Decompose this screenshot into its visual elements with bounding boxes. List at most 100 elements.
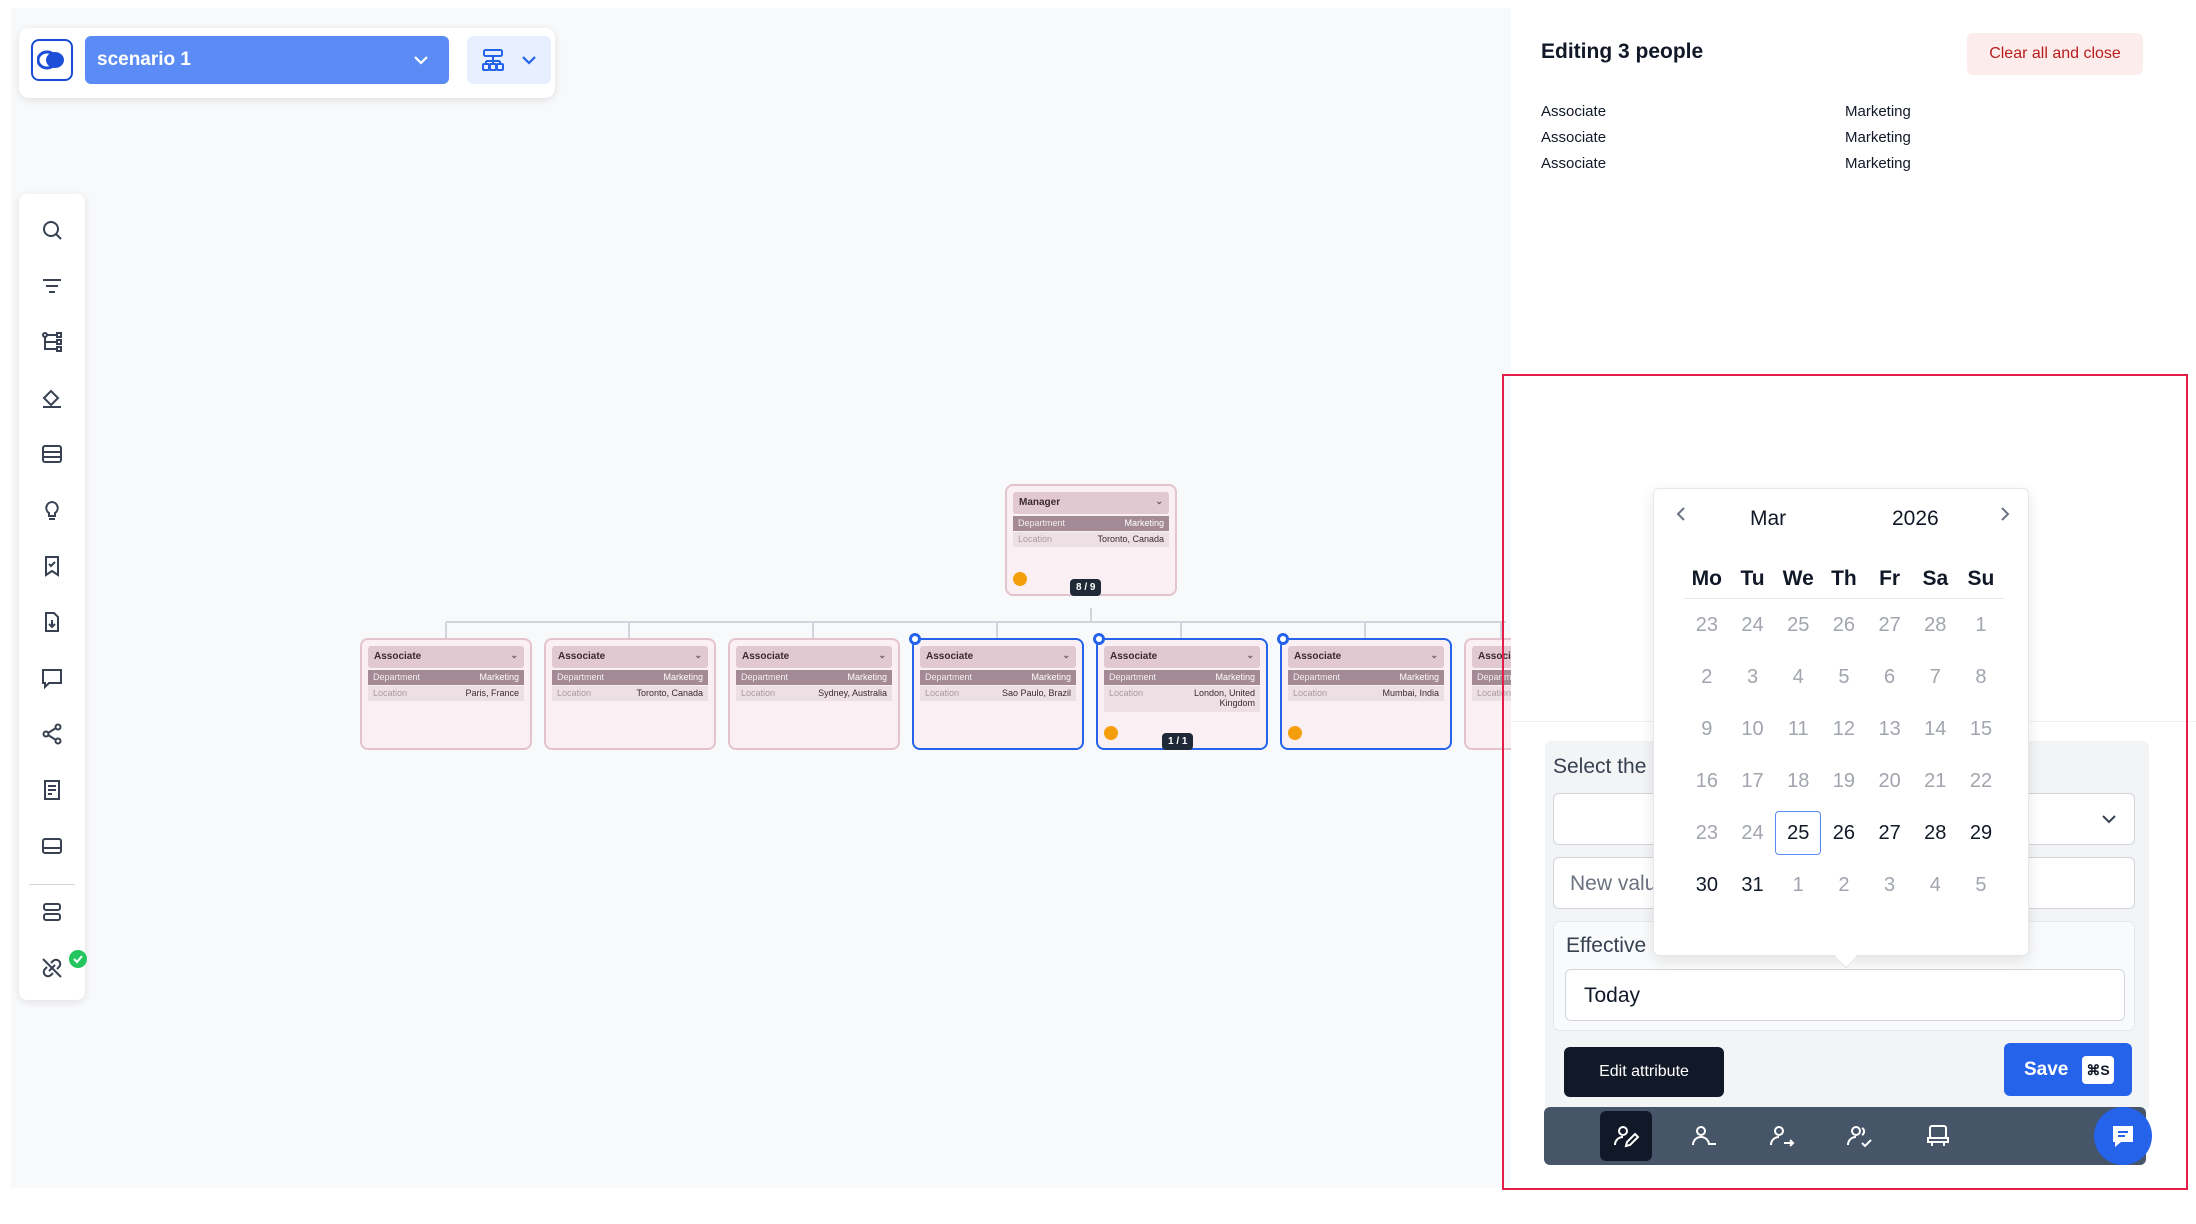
chat-support-button[interactable] — [2094, 1107, 2152, 1165]
card-role[interactable]: Associate — [1472, 646, 1511, 668]
card-role[interactable]: Associate⌄ — [368, 646, 524, 668]
lightbulb-icon[interactable] — [38, 496, 66, 524]
hierarchy-icon[interactable] — [38, 328, 66, 356]
card-role[interactable]: Associate⌄ — [552, 646, 708, 668]
calendar-day[interactable]: 26 — [1832, 821, 1856, 844]
layout-menu-button[interactable] — [467, 36, 551, 84]
calendar-day: 13 — [1878, 717, 1901, 740]
calendar-day: 5 — [1975, 873, 1987, 896]
app-logo[interactable] — [31, 39, 73, 81]
card-role[interactable]: Associate⌄ — [920, 646, 1076, 668]
calendar-day: 15 — [1969, 717, 1993, 740]
save-label: Save — [2024, 1058, 2069, 1080]
calendar-day[interactable]: 29 — [1969, 821, 1993, 844]
card-department-row[interactable]: Department — [1472, 670, 1511, 685]
calendar-day[interactable]: 27 — [1878, 821, 1901, 844]
calendar-day[interactable]: 28 — [1924, 821, 1947, 844]
table-icon[interactable] — [38, 440, 66, 468]
collapse-count-pill[interactable]: 1 / 1 — [1162, 733, 1194, 750]
card-role[interactable]: Associate⌄ — [1104, 646, 1260, 668]
calendar-day: 28 — [1924, 613, 1947, 636]
calendar-year[interactable]: 2026 — [1892, 507, 1939, 530]
card-role[interactable]: Manager⌄ — [1013, 492, 1169, 514]
save-button[interactable]: Save ⌘S — [2004, 1043, 2132, 1096]
sidebar-divider — [29, 884, 75, 885]
comment-icon[interactable] — [38, 664, 66, 692]
card-role[interactable]: Associate⌄ — [736, 646, 892, 668]
drive-icon[interactable] — [38, 832, 66, 860]
card-location-row[interactable]: Location — [1472, 686, 1511, 701]
panel-title: Editing 3 people — [1541, 40, 1704, 63]
calendar-day: 25 — [1787, 613, 1810, 636]
search-icon[interactable] — [38, 216, 66, 244]
file-download-icon[interactable] — [38, 608, 66, 636]
calendar-day: 5 — [1838, 665, 1850, 688]
clear-all-button[interactable]: Clear all and close — [1967, 33, 2143, 75]
calendar-day: 1 — [1792, 873, 1804, 896]
share-icon[interactable] — [38, 720, 66, 748]
move-person-button[interactable] — [1756, 1111, 1808, 1161]
scenario-dropdown[interactable]: scenario 1 — [85, 36, 449, 84]
org-card[interactable]: Associate Department Location — [1464, 638, 1511, 750]
report-icon[interactable] — [38, 776, 66, 804]
remove-person-button[interactable] — [1678, 1111, 1730, 1161]
effective-date-input[interactable]: Today — [1565, 969, 2125, 1021]
collapse-count-pill[interactable]: 8 / 9 — [1070, 579, 1102, 596]
calendar-day: 11 — [1787, 717, 1809, 740]
link-off-icon[interactable] — [38, 954, 66, 982]
calendar-day: 27 — [1878, 613, 1901, 636]
calendar-day: 8 — [1975, 665, 1987, 688]
approve-people-button[interactable] — [1834, 1111, 1886, 1161]
seat-button[interactable] — [1912, 1111, 1964, 1161]
paint-bucket-icon[interactable] — [38, 384, 66, 412]
edit-attribute-button[interactable] — [1600, 1111, 1652, 1161]
calendar-day: 3 — [1884, 873, 1896, 896]
calendar-month[interactable]: Mar — [1750, 507, 1787, 530]
bookmark-check-icon[interactable] — [38, 552, 66, 580]
calendar-day: 18 — [1787, 769, 1810, 792]
calendar-day-today[interactable]: 25 — [1775, 811, 1822, 855]
filter-icon[interactable] — [38, 272, 66, 300]
stack-icon[interactable] — [38, 898, 66, 926]
next-month-button[interactable] — [1994, 503, 2016, 532]
hierarchy-layout-icon — [482, 49, 504, 71]
calendar-day: 3 — [1746, 665, 1759, 688]
calendar-day: 24 — [1741, 821, 1764, 844]
card-role[interactable]: Associate⌄ — [1288, 646, 1444, 668]
calendar-day: 1 — [1975, 613, 1987, 636]
previous-month-button[interactable] — [1670, 503, 1692, 532]
edit-badge-icon — [1288, 726, 1302, 740]
move-person-icon — [1770, 1126, 1795, 1147]
calendar-day[interactable]: 31 — [1741, 873, 1764, 896]
calendar-day: 12 — [1832, 717, 1856, 740]
keyboard-shortcut: ⌘S — [2082, 1056, 2114, 1084]
calendar-day[interactable]: 30 — [1695, 873, 1718, 896]
